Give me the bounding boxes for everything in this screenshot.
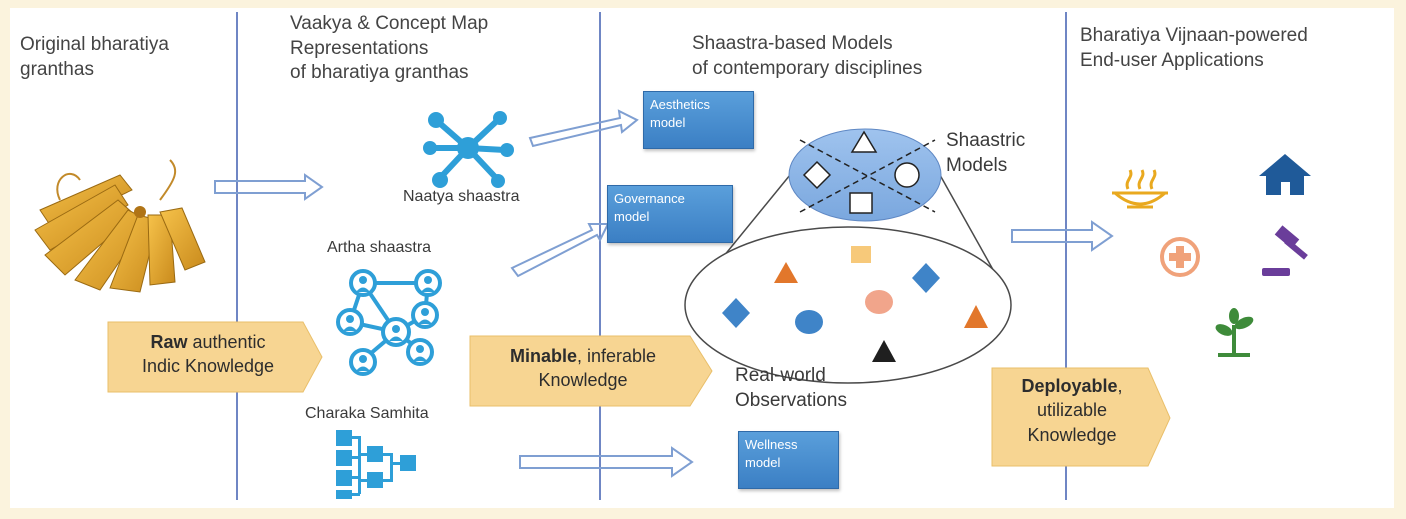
callout-minable-bold: Minable (509, 346, 577, 366)
shaastric-shapes (802, 130, 920, 214)
col-head-original: Original bharatiya granthas (20, 34, 169, 80)
callout-raw-text: Raw authentic Indic Knowledge (108, 330, 308, 379)
food-bowl-icon (1112, 169, 1168, 209)
arrow-to-wellness (519, 446, 694, 478)
arrow-models-to-apps (1011, 220, 1114, 252)
arrow-granthas-to-naatya (214, 173, 324, 201)
callout-minable-text: Minable, inferable Knowledge (472, 344, 694, 393)
label-artha-shaastra: Artha shaastra (327, 239, 432, 256)
label-real-world-observations: Real-world Observations (735, 365, 847, 411)
label-charaka-samhita: Charaka Samhita (305, 405, 429, 422)
palm-leaf-manuscript-icon (34, 159, 206, 293)
label-naatya-shaastra: Naatya shaastra (403, 188, 520, 205)
plant-icon (1215, 308, 1254, 357)
observations-ellipse (684, 226, 1012, 384)
callout-raw-bold: Raw (150, 332, 188, 352)
callout-minable-rest: , inferable (576, 346, 657, 366)
callout-raw-shape (107, 321, 323, 393)
gavel-icon (1262, 225, 1308, 276)
col-head-applications: Bharatiya Vijnaan-powered End-user Appli… (1080, 25, 1308, 71)
shaastric-cross-lines (799, 139, 936, 213)
callout-deployable-line2: utilizable (1036, 400, 1108, 421)
wellness-model-box: Wellness model (738, 431, 839, 489)
governance-model-box: Governance model (607, 185, 733, 243)
star-network-icon (423, 111, 514, 188)
callout-raw-line2: Indic Knowledge (141, 356, 275, 377)
callout-deployable-line3: Knowledge (1027, 424, 1117, 445)
people-network-icon (336, 269, 442, 376)
arrow-to-governance (510, 223, 610, 278)
callout-deployable-rest: , (1117, 376, 1123, 396)
observation-shapes (722, 246, 988, 362)
col-head-shaastra: Shaastra-based Models of contemporary di… (692, 33, 923, 79)
home-icon (1259, 154, 1311, 195)
callout-deployable-text: Deployable, utilizable Knowledge (992, 374, 1152, 447)
callout-minable-line2: Knowledge (538, 370, 628, 391)
callout-deployable-shape (991, 367, 1171, 467)
aesthetics-model-box: Aesthetics model (643, 91, 754, 149)
col-head-vaakya: Vaakya & Concept Map Representations of … (290, 13, 489, 84)
arrow-to-aesthetics (528, 109, 639, 148)
label-shaastric-models: Shaastric Models (946, 130, 1026, 176)
callout-deployable-bold: Deployable (1021, 376, 1118, 396)
callout-minable-shape (469, 335, 713, 407)
callout-raw-rest: authentic (187, 332, 266, 352)
hierarchy-tree-icon (336, 430, 416, 499)
medical-cross-icon (1160, 237, 1200, 277)
